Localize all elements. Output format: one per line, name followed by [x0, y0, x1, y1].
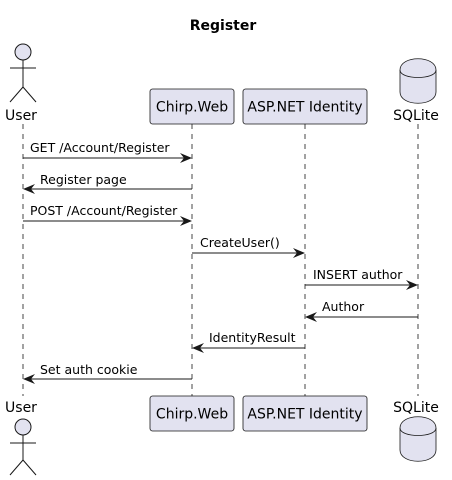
message-create-user: CreateUser() — [192, 235, 305, 258]
participant-aspnet-identity-top: ASP.NET Identity — [242, 88, 368, 125]
message-insert-author: INSERT author — [305, 267, 418, 290]
participant-user-bottom: User — [5, 400, 37, 476]
message-register-page: Register page — [23, 172, 192, 194]
message-get-register: GET /Account/Register — [23, 140, 192, 163]
message-author: Author — [305, 299, 418, 322]
message-label: Register page — [40, 172, 127, 187]
participant-label: User — [5, 108, 37, 124]
participant-aspnet-identity-bottom: ASP.NET Identity — [242, 395, 368, 432]
participant-sqlite-top: SQLite — [393, 58, 439, 124]
participant-label: User — [5, 400, 37, 416]
participant-user-top: User — [5, 43, 37, 124]
message-label: IdentityResult — [209, 330, 296, 345]
participant-label: Chirp.Web — [156, 100, 228, 116]
actor-icon — [9, 418, 37, 476]
message-post-register: POST /Account/Register — [23, 203, 192, 226]
participant-sqlite-bottom: SQLite — [393, 400, 439, 462]
participant-label: SQLite — [393, 400, 439, 416]
message-label: Set auth cookie — [40, 362, 138, 377]
message-label: Author — [322, 299, 365, 314]
participant-label: ASP.NET Identity — [247, 100, 362, 116]
participant-chirp-web-top: Chirp.Web — [149, 88, 235, 125]
participants-top: User Chirp.Web ASP.NET Identity SQLite — [5, 43, 439, 125]
messages: GET /Account/Register Register page POST… — [23, 140, 418, 384]
participant-label: SQLite — [393, 108, 439, 124]
message-label: INSERT author — [313, 267, 403, 282]
participants-bottom: User Chirp.Web ASP.NET Identity SQLite — [5, 395, 439, 476]
actor-icon — [9, 43, 37, 103]
message-label: GET /Account/Register — [30, 140, 170, 155]
diagram-title: Register — [190, 18, 257, 34]
participant-label: ASP.NET Identity — [247, 407, 362, 423]
participant-chirp-web-bottom: Chirp.Web — [149, 395, 235, 432]
message-set-auth-cookie: Set auth cookie — [23, 362, 192, 384]
lifelines — [22, 124, 419, 396]
message-label: POST /Account/Register — [30, 203, 178, 218]
database-icon — [399, 416, 437, 462]
database-icon — [399, 58, 437, 104]
message-identity-result: IdentityResult — [192, 330, 305, 353]
message-label: CreateUser() — [200, 235, 280, 250]
participant-label: Chirp.Web — [156, 407, 228, 423]
